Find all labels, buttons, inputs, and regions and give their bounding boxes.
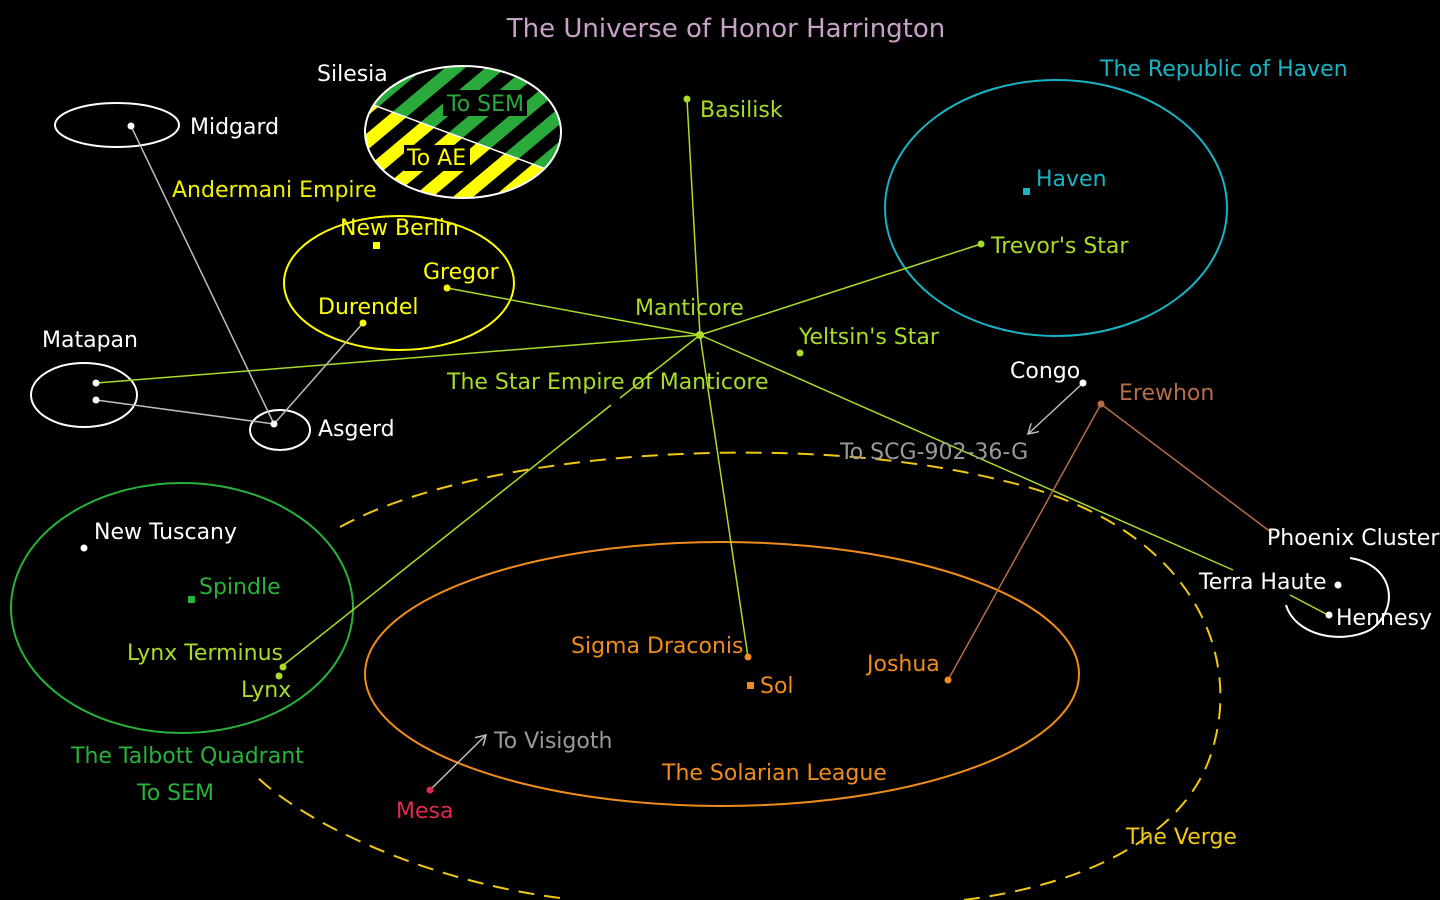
midgard-label: Midgard [190,115,279,140]
map-title: The Universe of Honor Harrington [506,14,946,44]
new-tuscany-label: New Tuscany [94,520,237,545]
midgard-star [127,122,135,130]
to-sem-silesia-label-bg [443,90,527,116]
erewhon-label: Erewhon [1119,381,1214,406]
durendel-label: Durendel [318,295,419,320]
labels: Silesia Andermani Empire The Republic of… [42,57,1440,850]
matapan-star-a [92,379,100,387]
lynx-label: Lynx [241,678,291,703]
hennesy-star [1325,611,1333,619]
route-erewhon-phoenix [1100,403,1273,534]
to-scg-label: To SCG-902-36-G [839,440,1028,465]
andermani-empire-boundary [283,215,515,351]
route-terra-haute-hennesy [1289,594,1329,616]
terra-haute-label: Terra Haute [1198,570,1327,595]
phoenix-cluster-boundary [1285,557,1390,638]
congo-label: Congo [1010,359,1080,384]
to-sem-talbott-label: To SEM [136,781,214,806]
durendel-star [359,319,367,327]
sol-label: Sol [760,674,794,699]
andermani-empire-label: Andermani Empire [172,178,377,203]
silesia-label: Silesia [317,62,388,87]
to-sem-silesia-label: To SEM [446,92,524,117]
midgard-boundary [54,102,180,148]
terra-haute-star [1334,581,1342,589]
star-markers [80,95,1342,794]
erewhon-star [1097,400,1105,408]
phoenix-cluster-label: Phoenix Cluster [1267,526,1440,551]
star-empire-label: The Star Empire of Manticore [446,370,769,395]
mesa-star [426,786,434,794]
route-durendel-asgerd [273,322,364,425]
route-manticore-lynx [619,334,701,399]
route-matapan-asgerd [95,399,275,425]
yeltsins-star-label: Yeltsin's Star [798,325,940,350]
asgerd-boundary [249,409,311,451]
basilisk-star [683,95,691,103]
sigma-draconis-star [744,653,752,661]
trevors-star-marker [977,240,985,248]
new-berlin-label: New Berlin [340,216,459,241]
joshua-label: Joshua [865,652,940,677]
grey-routes [95,125,1084,791]
lynx-terminus-label: Lynx Terminus [127,641,283,666]
sigma-draconis-label: Sigma Draconis [571,634,744,659]
manticore-star [696,331,704,339]
mesa-label: Mesa [396,799,453,824]
route-manticore-sigma-draconis [699,334,749,658]
new-berlin-capital-marker [373,242,380,249]
talbott-quadrant-label: The Talbott Quadrant [70,744,304,769]
route-manticore-basilisk [686,98,701,336]
erewhon-routes [947,403,1273,681]
route-erewhon-joshua [947,403,1102,681]
route-manticore-gregor [446,287,701,336]
route-congo-arrow [1028,382,1084,434]
to-visigoth-label: To Visigoth [493,729,612,754]
lynx-terminus-marker [279,663,287,671]
yeltsins-star-marker [796,349,804,357]
asgerd-star [270,420,278,428]
spindle-capital-marker [188,596,195,603]
matapan-boundary [30,362,138,428]
talbott-quadrant-boundary [10,482,354,734]
matapan-star-b [92,396,100,404]
manticore-label: Manticore [635,296,744,321]
silesia-region [365,66,561,198]
solarian-league-label: The Solarian League [661,761,887,786]
joshua-star [944,676,952,684]
silesia-boundary [364,65,562,199]
hennesy-label: Hennesy [1336,606,1432,631]
haven-capital-marker [1023,188,1030,195]
route-manticore-trevors-star [699,243,982,336]
manticore-junction-routes [95,98,1329,668]
to-ae-label-bg [404,145,470,171]
new-tuscany-star [80,544,88,552]
route-mesa-arrow [429,735,486,791]
gregor-star [443,284,451,292]
sol-capital-marker [747,682,754,689]
route-manticore-terra-haute [699,334,1234,571]
verge-boundary [254,451,1222,900]
spindle-label: Spindle [199,575,281,600]
route-lynx-segment [280,404,612,668]
solarian-league-boundary [364,541,1080,807]
basilisk-label: Basilisk [700,98,783,123]
lynx-star [275,672,283,680]
trevors-star-label: Trevor's Star [990,234,1129,259]
asgerd-label: Asgerd [318,417,395,442]
route-midgard-asgerd [130,125,275,425]
republic-of-haven-boundary [884,79,1228,337]
to-ae-label: To AE [406,146,466,171]
republic-of-haven-label: The Republic of Haven [1099,57,1348,82]
matapan-label: Matapan [42,328,138,353]
route-manticore-matapan [95,334,701,384]
gregor-label: Gregor [423,260,500,285]
congo-star [1079,379,1087,387]
haven-label: Haven [1036,167,1107,192]
verge-label: The Verge [1125,825,1237,850]
